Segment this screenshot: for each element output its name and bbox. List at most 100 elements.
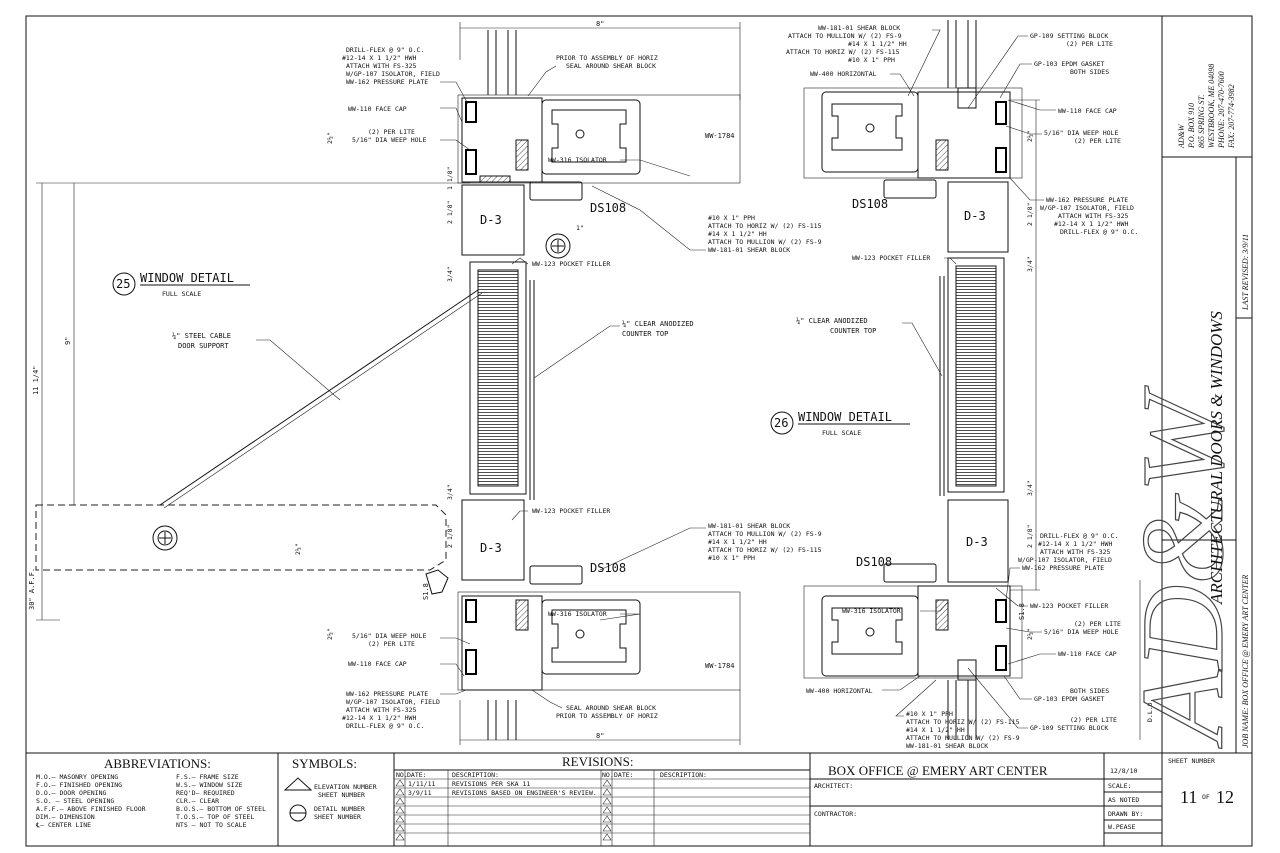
company-address-5: PHONE: 207-470-7600 — [1217, 71, 1226, 149]
note-25-shear-bot-2: ATTACH TO MULLION W/ (2) FS-9 — [708, 530, 822, 538]
abbr-c1-6: DIM.— DIMENSION — [36, 813, 95, 821]
top-horizontal-26 — [803, 87, 1023, 179]
symbol-elev-2: SHEET NUMBER — [318, 791, 365, 799]
note-26-setting-bot-1: (2) PER LITE — [1070, 716, 1117, 724]
abbr-c2-7: NTS — NOT TO SCALE — [176, 821, 247, 829]
note-26-gasket-bot-1: BOTH SIDES — [1070, 687, 1109, 695]
note-26-shear-bot-4: ATTACH TO MULLION W/ (2) FS-9 — [906, 734, 1020, 742]
ds-tag-bottom: DS108 — [590, 561, 626, 575]
sheet-label: SHEET NUMBER — [1168, 757, 1215, 765]
note-26-pressure-top-5: DRILL-FLEX @ 9" O.C. — [1060, 228, 1138, 236]
rev-row2-date: 3/9/11 — [408, 789, 432, 797]
note-26-pressure-bot-5: WW-162 PRESSURE PLATE — [1022, 564, 1104, 572]
note-25-pocket-bot: WW-123 POCKET FILLER — [532, 507, 610, 515]
sill-tag-25: S1.8 — [422, 583, 430, 600]
ds-tag-26-top: DS108 — [852, 197, 888, 211]
note-26-weep-top-1: 5/16" DIA WEEP HOLE — [1044, 129, 1118, 137]
door-tag-26-bottom: D-3 — [966, 535, 988, 549]
part-tag-ww1784-top: WW-1784 — [705, 132, 735, 140]
rev-hdr-no-1: NO. — [396, 771, 408, 779]
company-address-3: 865 SPRING ST. — [1197, 95, 1206, 148]
rev-hdr-desc-2: DESCRIPTION: — [660, 771, 707, 779]
note-25-pressure-bot-5: DRILL-FLEX @ 9" O.C. — [346, 722, 424, 730]
bottom-horizontal-housing — [457, 591, 741, 691]
company-address-2: P.O. BOX 910 — [1187, 103, 1196, 149]
note-25-isolator-top: WW-316 ISOLATOR — [548, 156, 607, 164]
note-25-weep-bot-2: (2) PER LITE — [368, 640, 415, 648]
project-title: BOX OFFICE @ EMERY ART CENTER — [828, 763, 1048, 778]
bottom-width-dim: 8" — [596, 732, 604, 740]
symbols-title: SYMBOLS: — [292, 756, 357, 771]
note-26-pressure-top-1: WW-162 PRESSURE PLATE — [1046, 196, 1128, 204]
dlo-text: D.L.O. — [1146, 699, 1154, 722]
note-26-shear-bot-1: #10 X 1" PPH — [906, 710, 953, 718]
note-26-pressure-bot-1: DRILL-FLEX @ 9" O.C. — [1040, 532, 1118, 540]
project-date: 12/8/10 — [1110, 767, 1137, 775]
note-26-gasket-top-2: BOTH SIDES — [1070, 68, 1109, 76]
scale-label: SCALE: — [1108, 782, 1131, 790]
note-25-pressure-bot-2: W/GP-107 ISOLATOR, FIELD — [346, 698, 440, 706]
ds-tag-top: DS108 — [590, 201, 626, 215]
steel-cable — [159, 289, 479, 506]
abbr-title: ABBREVIATIONS: — [104, 756, 211, 771]
note-25-weep-top-2: 5/16" DIA WEEP HOLE — [352, 136, 426, 144]
note-26-pressure-bot-3: ATTACH WITH FS-325 — [1040, 548, 1111, 556]
drawn-value: W.PEASE — [1108, 823, 1135, 831]
note-26-setting-bot-2: GP-109 SETTING BLOCK — [1030, 724, 1108, 732]
note-25-shear-bot-1: WW-181-01 SHEAR BLOCK — [708, 522, 790, 530]
gap-dim-8: 2½" — [294, 543, 302, 555]
gap26-5: 2 1/8" — [1026, 525, 1034, 548]
note-25-shear-bot-3: #14 X 1 1/2" HH — [708, 538, 767, 546]
counter-grille — [477, 269, 519, 487]
detail-25-title: WINDOW DETAIL — [140, 271, 234, 285]
note-25-weep-bot-1: 5/16" DIA WEEP HOLE — [352, 632, 426, 640]
top-horizontal-housing — [457, 94, 741, 184]
detail-25-scale: FULL SCALE — [162, 290, 201, 298]
countertop-label-26-1: ¼" CLEAR ANODIZED — [796, 317, 868, 325]
bottom-horizontal-26 — [803, 585, 1023, 679]
ds-tag-26-bottom: DS108 — [856, 555, 892, 569]
note-25-seal-top-1: PRIOR TO ASSEMBLY OF HORIZ — [556, 54, 658, 62]
top-width-dim: 8" — [596, 20, 604, 28]
rev-hdr-desc-1: DESCRIPTION: — [452, 771, 499, 779]
note-25-shear-bot-4: ATTACH TO HORIZ W/ (2) FS-115 — [708, 546, 822, 554]
door-tag-d3-bottom: D-3 — [480, 541, 502, 555]
note-26-shear-bot-3: #14 X 1 1/2" HH — [906, 726, 965, 734]
note-26-pressure-bot-4: W/GP-107 ISOLATOR, FIELD — [1018, 556, 1112, 564]
sheet-of: OF — [1202, 793, 1210, 801]
gap-dim-10: 1 1/8" — [446, 167, 454, 190]
abbr-c2-5: B.O.S.— BOTTOM OF STEEL — [176, 805, 266, 813]
rev-hdr-date-1: DATE: — [407, 771, 427, 779]
abbr-c1-4: S.O. — STEEL OPENING — [36, 797, 114, 805]
dim-9in: 9" — [64, 337, 72, 345]
note-25-pocket-top: WW-123 POCKET FILLER — [532, 260, 610, 268]
symbol-elev-1: ELEVATION NUMBER — [314, 783, 377, 791]
gap-dim-1: 2 1/8" — [446, 201, 454, 224]
note-25-tl-4: W/GP-107 ISOLATOR, FIELD — [346, 70, 440, 78]
detail-25-number: 25 — [116, 277, 130, 291]
detail-26-bubble — [770, 411, 794, 435]
gap-dim-9: 2½" — [326, 628, 334, 640]
gap26-4: 3/4" — [1026, 480, 1034, 496]
cable-label-1: ¼" STEEL CABLE — [172, 332, 231, 340]
note-25-seal-bot-1: SEAL AROUND SHEAR BLOCK — [566, 704, 656, 712]
rev-row1-desc: REVISIONS PER SKA 11 — [452, 780, 530, 788]
dim-11-25in: 11 1/4" — [32, 365, 40, 395]
revision-triangles — [395, 779, 612, 841]
bottom-title-block: ABBREVIATIONS: M.O.— MASONRY OPENING F.O… — [35, 753, 1234, 846]
detail-26-title: WINDOW DETAIL — [798, 410, 892, 424]
note-25-weep-top-1: (2) PER LITE — [368, 128, 415, 136]
cable-pin — [545, 233, 571, 259]
sill-tag-26: S1.8 — [1018, 603, 1026, 620]
abbr-c2-4: CLR.— CLEAR — [176, 797, 219, 805]
gap-dim-4: 2 1/8" — [446, 525, 454, 548]
company-address-1: AD&W — [1177, 123, 1186, 149]
abbr-c1-3: D.O.— DOOR OPENING — [36, 789, 107, 797]
detail-26-number: 26 — [774, 416, 788, 430]
counter-grille-26 — [955, 265, 997, 487]
countertop-label-25-1: ¼" CLEAR ANODIZED — [622, 320, 694, 328]
abbr-c1-2: F.O.— FINISHED OPENING — [36, 781, 122, 789]
detail-25: 8" 8" WW-1784 D-3 DS108 — [28, 20, 822, 745]
abbr-c2-3: REQ'D— REQUIRED — [176, 789, 235, 797]
gap26-1: 2½" — [1026, 130, 1034, 142]
